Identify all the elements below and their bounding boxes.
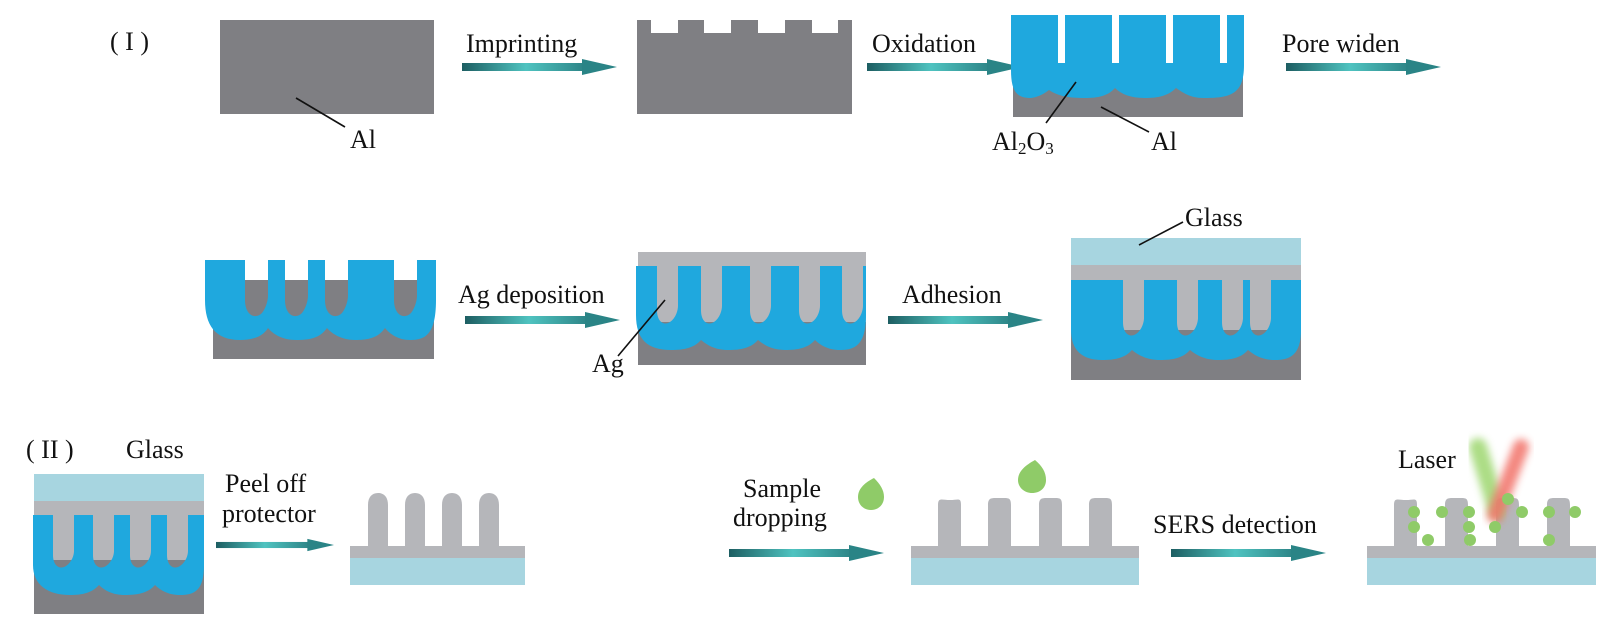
arrow-icon: [216, 538, 334, 552]
alumina-layer-widened: [205, 260, 436, 340]
label-ag: Ag: [592, 349, 624, 378]
stage-ag-deposited: Ag: [592, 252, 866, 378]
arrow-icon: [1286, 59, 1441, 75]
arrow-sample-dropping: Sample dropping: [729, 474, 884, 561]
analyte-dot: [1422, 534, 1434, 546]
alumina-layer: [1011, 15, 1244, 98]
alumina-layer: [636, 266, 866, 350]
arrow-icon: [1171, 545, 1326, 561]
analyte-dot: [1489, 521, 1501, 533]
stage-imprinted-al: [637, 20, 852, 114]
arrow-icon: [729, 545, 884, 561]
stage-sers-detection: Laser: [1367, 438, 1596, 585]
arrow-sers-detection: SERS detection: [1153, 510, 1326, 561]
stage-al-block: Al: [220, 20, 434, 154]
al2o3-leader-line: [1045, 81, 1077, 124]
arrow-icon: [867, 59, 1022, 75]
stage-pore-widened: [205, 260, 436, 359]
analyte-dot: [1408, 506, 1420, 518]
droplet-icon: [1018, 460, 1046, 493]
step-label-sample-line1: Sample: [743, 474, 821, 503]
step-label-sample-line2: dropping: [733, 503, 827, 532]
glass-layer: [911, 558, 1139, 585]
silver-nanopillars: [1367, 497, 1596, 558]
label-glass-2: Glass: [126, 435, 184, 464]
step-label-imprinting: Imprinting: [466, 29, 577, 58]
stage-oxidized: Al2O3 Al: [992, 15, 1244, 158]
label-laser: Laser: [1398, 445, 1456, 474]
laser-red-beam: [1487, 439, 1529, 523]
glass-layer: [1071, 238, 1301, 265]
arrow-pore-widen: Pore widen: [1282, 29, 1441, 75]
label-al2o3: Al2O3: [992, 127, 1054, 158]
arrow-oxidation: Oxidation: [867, 29, 1022, 75]
step-label-peel-off-line2: protector: [222, 499, 316, 528]
analyte-dot: [1569, 506, 1581, 518]
arrow-imprinting: Imprinting: [462, 29, 617, 75]
pore: [1166, 15, 1173, 63]
alumina-layer: [33, 515, 204, 595]
pore: [1058, 15, 1065, 63]
pore: [1220, 15, 1227, 63]
analyte-dot: [1463, 521, 1475, 533]
step-label-sers-detection: SERS detection: [1153, 510, 1317, 539]
analyte-molecules: [1408, 493, 1581, 546]
al-leader-line: [1100, 106, 1150, 133]
analyte-dot: [1408, 521, 1420, 533]
stage-glass-adhered: Glass: [1071, 203, 1301, 380]
arrow-icon: [462, 59, 617, 75]
arrow-peel-off: Peel off protector: [216, 469, 334, 552]
droplet-icon: [858, 478, 884, 510]
aluminum-substrate: [220, 20, 434, 114]
step-label-peel-off-line1: Peel off: [225, 469, 306, 498]
alumina-layer: [1071, 280, 1301, 360]
laser-beams: [1469, 438, 1529, 523]
arrow-ag-deposition: Ag deposition: [458, 280, 620, 328]
al-leader-line: [295, 97, 346, 128]
analyte-dot: [1436, 506, 1448, 518]
stage-sample-dropped: [911, 460, 1139, 585]
section-label-part-2: ( II ): [26, 435, 74, 464]
label-al-right: Al: [1151, 127, 1177, 156]
step-label-adhesion: Adhesion: [902, 280, 1002, 309]
arrow-icon: [888, 312, 1043, 328]
silver-nanopillars: [350, 493, 525, 558]
analyte-dot: [1516, 506, 1528, 518]
step-label-oxidation: Oxidation: [872, 29, 976, 58]
section-label-part-1: ( I ): [110, 27, 149, 56]
arrow-icon: [465, 312, 620, 328]
label-glass-1: Glass: [1185, 203, 1243, 232]
analyte-dot: [1463, 506, 1475, 518]
step-label-ag-deposition: Ag deposition: [458, 280, 605, 309]
analyte-dot: [1543, 534, 1555, 546]
label-al: Al: [350, 125, 376, 154]
step-label-pore-widen: Pore widen: [1282, 29, 1400, 58]
glass-leader-line: [1138, 221, 1184, 246]
pore: [1112, 15, 1119, 63]
ag-leader-line: [617, 299, 666, 357]
glass-layer: [1367, 558, 1596, 585]
glass-layer: [350, 558, 525, 585]
arrow-adhesion: Adhesion: [888, 280, 1043, 328]
analyte-dot: [1502, 493, 1514, 505]
stage-complete-substrate: [33, 474, 204, 614]
analyte-dot: [1543, 506, 1555, 518]
imprinted-aluminum: [637, 20, 852, 114]
stage-peeled-substrate: [350, 493, 525, 585]
glass-layer: [34, 474, 204, 501]
analyte-dot: [1464, 534, 1476, 546]
silver-nanopillars: [911, 497, 1139, 558]
